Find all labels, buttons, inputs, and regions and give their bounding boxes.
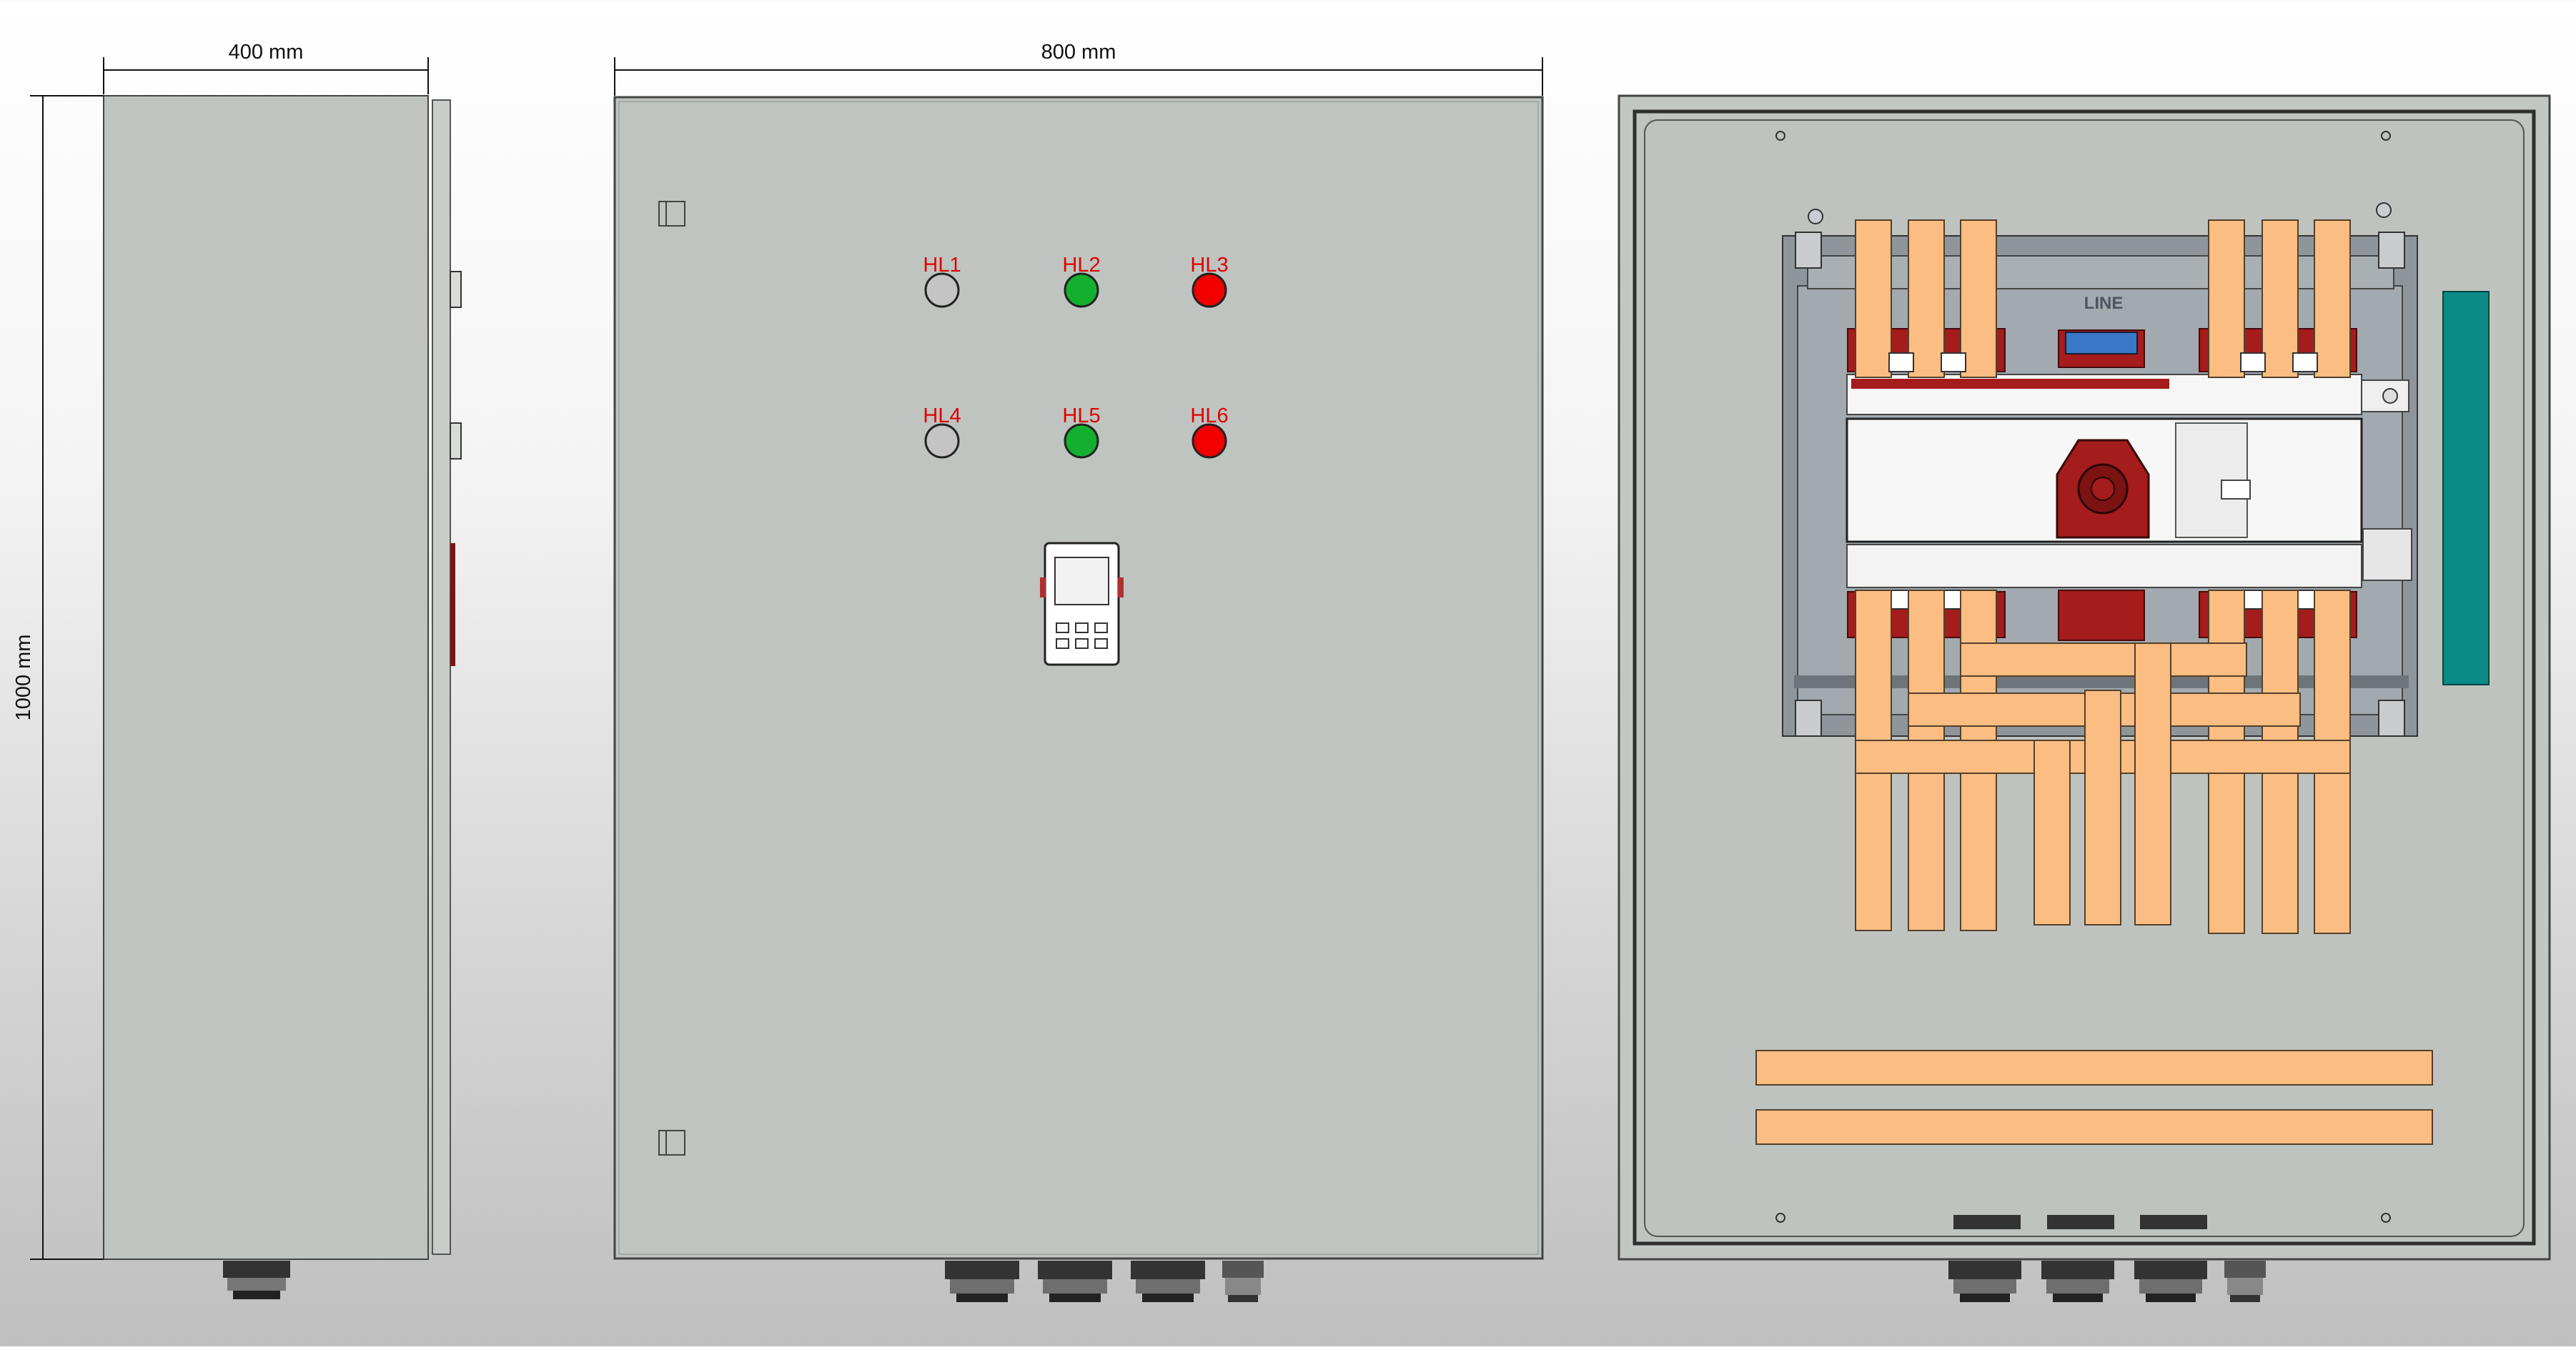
cable-gland (2041, 1261, 2114, 1302)
cable-gland-small (2224, 1261, 2266, 1302)
switch-line-label: LINE (2084, 294, 2124, 313)
controller-display-unit (1040, 542, 1124, 666)
cable-gland (1131, 1261, 1205, 1302)
interior-view: LINE (1618, 94, 2551, 1302)
front-width-label: 800 mm (1041, 41, 1116, 64)
cable-gland (1038, 1261, 1112, 1302)
mounting-holes (1775, 131, 2391, 1223)
side-hinge-bottom (450, 422, 462, 460)
side-cable-gland (223, 1261, 290, 1299)
earth-bar (1755, 1109, 2433, 1145)
busbars-top (1855, 219, 2351, 378)
lamp-hl6: HL6 (1190, 404, 1229, 459)
interior-cable-glands (1948, 1215, 2266, 1302)
side-width-label: 400 mm (229, 41, 304, 64)
side-panel (103, 95, 429, 1260)
lamp-hl2: HL2 (1062, 254, 1101, 308)
door-hinge-bottom (658, 1130, 685, 1156)
cable-gland (1948, 1261, 2021, 1302)
lamp-hl5-light (1064, 423, 1099, 459)
switch-rotary-handle (2056, 439, 2150, 539)
switch-mount-ears (1795, 202, 2405, 737)
side-door-edge (432, 99, 451, 1255)
lamp-hl1-light (924, 272, 960, 308)
lamp-hl4-light (924, 423, 960, 459)
din-rail-cover (2442, 291, 2490, 685)
controller-screen (1054, 557, 1109, 605)
switch-blue-indicator (2065, 332, 2138, 354)
side-switch-handle (450, 543, 455, 666)
front-cable-glands (945, 1261, 1264, 1302)
side-view: 400 mm 1000 mm (12, 41, 462, 1299)
lamp-hl2-light (1064, 272, 1099, 308)
cable-gland (2134, 1261, 2207, 1302)
lamp-hl3: HL3 (1190, 254, 1229, 308)
cable-gland-small (1222, 1261, 1264, 1302)
switch-bottom-body (1846, 544, 2362, 588)
lamp-hl5: HL5 (1062, 404, 1101, 459)
lamp-hl4: HL4 (923, 404, 961, 459)
switch-vent-slots (1794, 675, 2409, 688)
lamp-hl6-light (1192, 423, 1227, 459)
neutral-bar (1755, 1050, 2433, 1086)
lamp-hl1: HL1 (923, 254, 961, 308)
controller-keypad (1056, 622, 1108, 649)
door-hinge-top (658, 201, 685, 227)
busbars-bottom (1855, 590, 2351, 934)
height-label: 1000 mm (12, 635, 35, 721)
lamp-hl3-light (1192, 272, 1227, 308)
side-hinge-top (450, 271, 462, 308)
front-view: 800 mm HL1 HL2 HL3 HL4 HL5 HL6 (613, 41, 1544, 1302)
cable-gland (945, 1261, 1019, 1302)
